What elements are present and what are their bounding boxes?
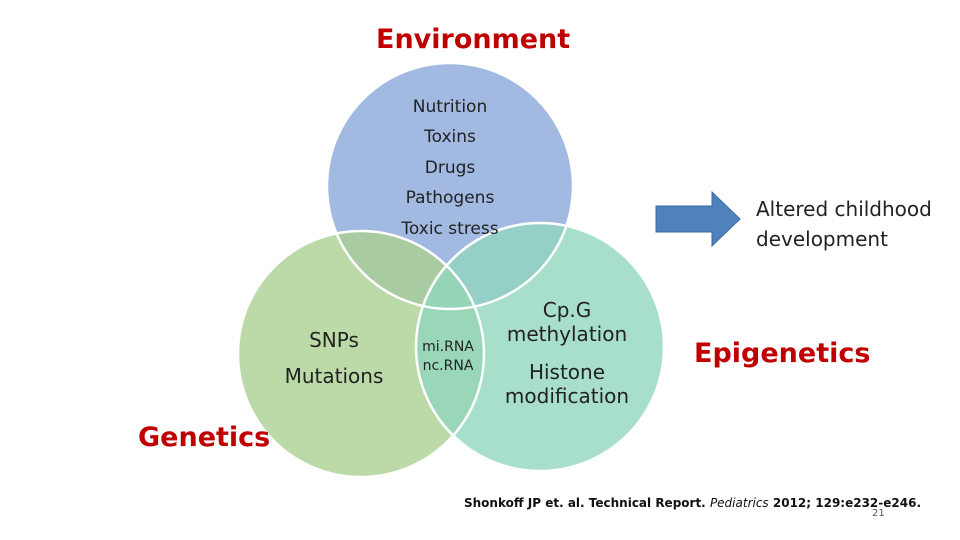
genetics-circle xyxy=(238,231,484,477)
environment-item: Toxins xyxy=(424,127,476,148)
environment-item: Drugs xyxy=(424,157,476,178)
page-number: 21 xyxy=(872,508,885,519)
environment-item: Toxic stress xyxy=(401,218,499,239)
genetics-items: SNPs Mutations xyxy=(270,322,398,394)
environment-item: Pathogens xyxy=(405,188,495,209)
epigenetics-items: Cp.G methylation Histone modification xyxy=(492,298,642,408)
intersection-items: mi.RNA nc.RNA xyxy=(418,338,478,376)
intersection-item: nc.RNA xyxy=(422,358,474,374)
citation-details: 2012; 129:e232-e246. xyxy=(772,496,922,510)
epigenetics-circle xyxy=(416,223,664,471)
citation: Shonkoff JP et. al. Technical Report. Pe… xyxy=(464,496,921,510)
right-arrow xyxy=(655,190,741,248)
epigenetics-item: Histone modification xyxy=(504,360,630,408)
genetics-item: SNPs xyxy=(309,328,359,352)
intersection-item: mi.RNA xyxy=(422,339,474,355)
arrow-label: Altered childhood development xyxy=(756,197,932,251)
environment-items: Nutrition Toxins Drugs Pathogens Toxic s… xyxy=(380,92,520,244)
epigenetics-title: Epigenetics xyxy=(694,338,871,369)
epigenetics-item: Cp.G methylation xyxy=(506,298,628,346)
environment-item: Nutrition xyxy=(412,97,488,117)
genetics-title: Genetics xyxy=(138,422,271,453)
environment-title: Environment xyxy=(376,24,571,55)
citation-journal: Pediatrics xyxy=(709,496,769,510)
citation-authors: Shonkoff JP et. al. Technical Report. xyxy=(464,496,706,510)
genetics-item: Mutations xyxy=(284,364,384,388)
